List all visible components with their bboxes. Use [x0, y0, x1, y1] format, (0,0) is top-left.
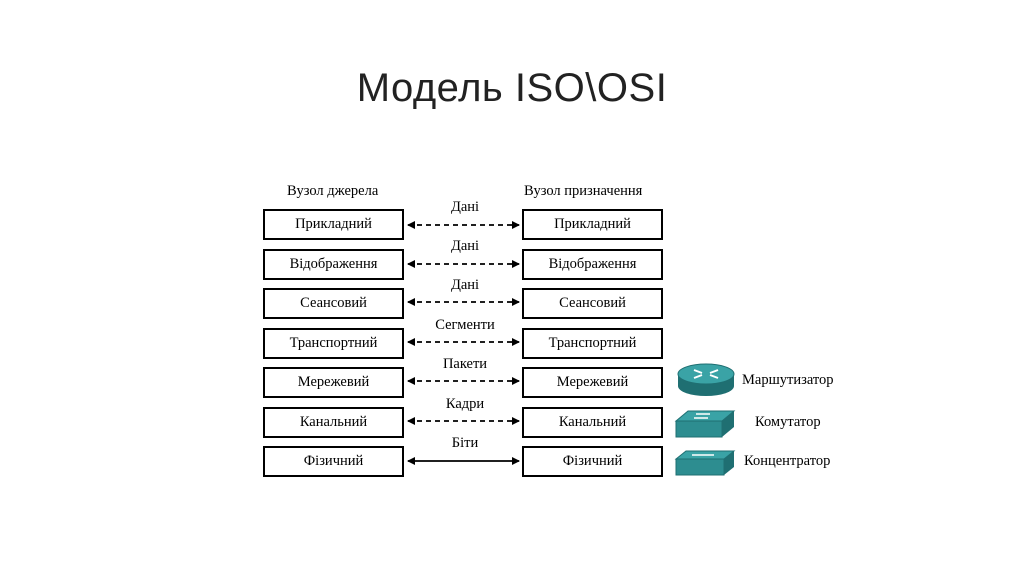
source-layer-session: Сеансовий	[263, 288, 404, 319]
link-label-1: Дані	[450, 199, 480, 215]
router-icon	[677, 363, 735, 396]
source-layer-physical: Фізичний	[263, 446, 404, 477]
source-layer-application: Прикладний	[263, 209, 404, 240]
switch-icon	[674, 410, 736, 438]
destination-node-heading: Вузол призначення	[524, 183, 643, 199]
page-title: Модель ISO\OSI	[356, 66, 668, 110]
link-label-7: Біти	[451, 435, 479, 451]
destination-layer-transport: Транспортний	[522, 328, 663, 359]
hub-label: Концентратор	[744, 453, 831, 469]
source-layer-data-link: Канальний	[263, 407, 404, 438]
destination-layer-data-link: Канальний	[522, 407, 663, 438]
router-label: Маршутизатор	[742, 372, 834, 388]
destination-layer-application: Прикладний	[522, 209, 663, 240]
link-label-5: Пакети	[442, 356, 488, 372]
source-node-heading: Вузол джерела	[287, 183, 379, 199]
hub-icon	[674, 450, 736, 476]
link-label-6: Кадри	[445, 396, 485, 412]
destination-layer-physical: Фізичний	[522, 446, 663, 477]
switch-label: Комутатор	[755, 414, 821, 430]
destination-layer-presentation: Відображення	[522, 249, 663, 280]
source-layer-transport: Транспортний	[263, 328, 404, 359]
source-layer-presentation: Відображення	[263, 249, 404, 280]
source-layer-network: Мережевий	[263, 367, 404, 398]
link-label-2: Дані	[450, 238, 480, 254]
link-label-4: Сегменти	[435, 317, 495, 333]
link-label-3: Дані	[450, 277, 480, 293]
destination-layer-session: Сеансовий	[522, 288, 663, 319]
destination-layer-network: Мережевий	[522, 367, 663, 398]
